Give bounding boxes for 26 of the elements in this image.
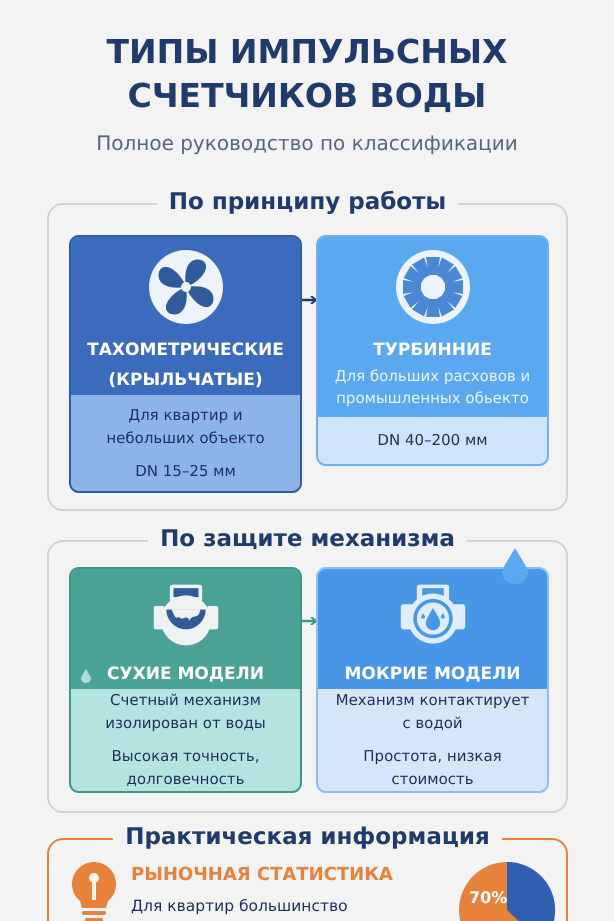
info-heading: РЫНОЧНАЯ СТАТИСТИКА bbox=[131, 863, 393, 887]
arrow bbox=[302, 616, 317, 626]
card-text: DN 40–200 мм bbox=[376, 430, 489, 451]
card-title: ТУРБИННИЕ bbox=[373, 339, 492, 362]
card-text: Механизм контактирует с водой bbox=[334, 690, 530, 734]
card-panel bbox=[69, 567, 302, 793]
info-text: Для квартир большинство bbox=[131, 896, 348, 917]
section-heading: Практическая информация bbox=[113, 824, 502, 850]
section-heading: По принципу работы bbox=[156, 189, 458, 215]
section-heading: По защите механизма bbox=[148, 526, 467, 552]
card-subtitle: Для больших расховов и промышленных обьекто bbox=[334, 366, 532, 409]
card-panel bbox=[69, 235, 302, 493]
title: ТИПЫ ИМПУЛЬСНЫХ СЧЕТЧИКОВ ВОДЫ bbox=[106, 31, 508, 117]
card-panel bbox=[316, 567, 549, 793]
percentage-label: 70% bbox=[469, 888, 508, 908]
arrow bbox=[302, 295, 317, 305]
card-title: СУХИЕ МОДЕЛИ bbox=[107, 663, 264, 686]
card-text: Счетный механизм изолирован от воды bbox=[104, 690, 267, 734]
card-title: МОКРИЕ МОДЕЛИ bbox=[344, 663, 520, 686]
card-text: Простота, низкая стоимость bbox=[362, 746, 503, 790]
card-text: Высокая точность, долговечность bbox=[110, 746, 260, 790]
card-title: ТАХОМЕТРИЧЕСКИЕ (КРЫЛЬЧАТЫЕ) bbox=[86, 339, 285, 392]
card-panel bbox=[316, 235, 549, 466]
subtitle: Полное руководство по классификации bbox=[95, 131, 519, 155]
card-text: Для квартир и небольших объекто bbox=[105, 404, 266, 448]
card-text: DN 15–25 мм bbox=[134, 460, 237, 482]
